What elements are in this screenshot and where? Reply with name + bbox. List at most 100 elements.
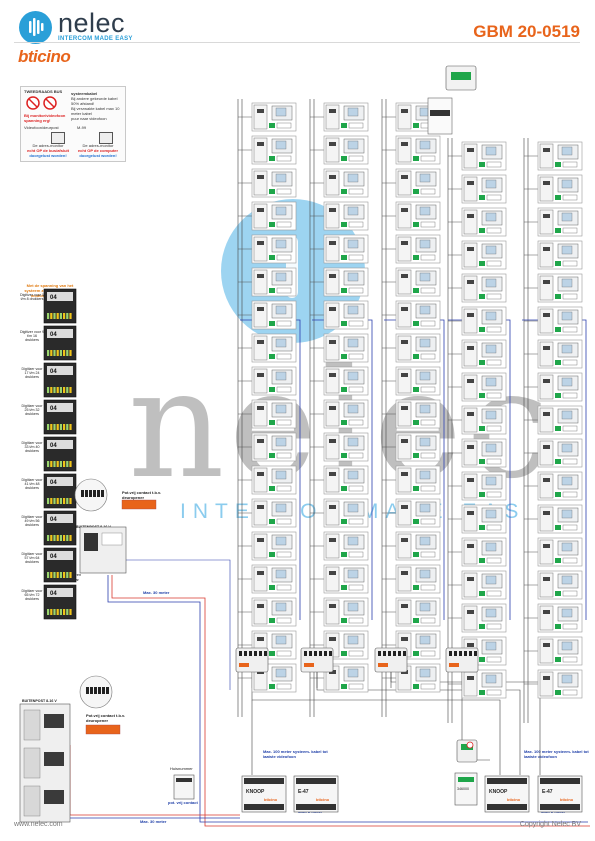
videophone-screen — [561, 311, 573, 321]
monitor-led-icon — [479, 162, 485, 167]
digitizer-pin — [63, 387, 66, 393]
apartment-unit — [461, 570, 507, 600]
videophone-screen — [347, 140, 359, 150]
videophone-screen — [419, 173, 431, 183]
monitor-connector — [348, 122, 364, 129]
monitor-led-icon — [555, 195, 561, 200]
splitter-terminal — [403, 651, 406, 656]
apartment-unit — [251, 465, 297, 495]
knoop-brand: bticino — [507, 797, 521, 802]
footer-copyright: Copyright Nelec BV — [519, 821, 581, 828]
splitter-module — [235, 647, 269, 673]
monitor-led-icon — [341, 486, 347, 491]
terminal-block — [401, 406, 408, 410]
apartment-unit — [251, 564, 297, 594]
apartment-unit — [395, 366, 441, 396]
max-100-right-label: Max. 100 meter systeem- kabel tot laatst… — [524, 749, 589, 759]
digitizer-pin — [56, 424, 59, 430]
splitter-brand-mark — [449, 663, 459, 667]
apartment-unit — [537, 471, 583, 501]
legend-warn-b-3: doorgelust worden! — [79, 153, 117, 158]
bus-terminal-icon — [539, 539, 554, 565]
interface-code: 346000 — [457, 787, 469, 791]
bus-terminal-icon — [397, 170, 412, 196]
apartment-unit — [395, 531, 441, 561]
monitor-connector — [420, 254, 436, 261]
bus-terminal-icon — [539, 242, 554, 268]
monitor-led-icon — [269, 651, 275, 656]
terminal-block — [329, 637, 336, 641]
monitor-connector — [562, 524, 578, 531]
bus-terminal-icon — [463, 308, 478, 334]
digitizer-pin — [59, 424, 62, 430]
videophone-screen — [347, 173, 359, 183]
monitor-connector — [348, 221, 364, 228]
monitor-led-icon — [555, 360, 561, 365]
digitizer-pin — [47, 572, 50, 578]
monitor-led-icon — [413, 354, 419, 359]
apartment-unit — [251, 432, 297, 462]
monitor-connector — [486, 293, 502, 300]
connector-pin — [102, 687, 105, 694]
videophone-screen — [275, 371, 287, 381]
apartment-unit — [395, 564, 441, 594]
bus-terminal-icon — [253, 401, 268, 427]
monitor-connector — [348, 419, 364, 426]
digitizer-pin — [53, 350, 56, 356]
terminal-block — [329, 109, 336, 113]
videophone-screen — [561, 146, 573, 156]
digitizer-pin — [50, 461, 53, 467]
monitor-connector — [486, 194, 502, 201]
monitor-led-icon — [341, 519, 347, 524]
apartment-unit — [251, 102, 297, 132]
monitor-led-icon — [479, 558, 485, 563]
monitor-connector — [348, 386, 364, 393]
terminal-block — [329, 274, 336, 278]
digitizer-pin — [47, 350, 50, 356]
monitor-led-icon — [269, 123, 275, 128]
connector-pin — [101, 490, 104, 497]
videophone-screen — [561, 476, 573, 486]
header-divider — [14, 42, 580, 43]
videophone-screen — [485, 575, 497, 585]
videophone-screen — [347, 602, 359, 612]
monitor-connector — [562, 293, 578, 300]
monitor-led-icon — [269, 519, 275, 524]
footer-website[interactable]: www.nelec.com — [14, 821, 63, 828]
monitor-connector — [276, 518, 292, 525]
videophone-screen — [275, 437, 287, 447]
bus-terminal-icon — [325, 104, 340, 130]
videophone-screen — [561, 443, 573, 453]
monitor-led-icon — [413, 651, 419, 656]
monitor-columns — [251, 102, 583, 699]
power-label: E-47 — [298, 789, 309, 795]
bus-terminal-icon — [397, 236, 412, 262]
monitor-connector — [562, 227, 578, 234]
digitizer-pin — [56, 572, 59, 578]
digitizer-label-area — [47, 551, 73, 560]
apartment-unit — [461, 273, 507, 303]
max-30-top-label: Max. 30 meter — [143, 590, 170, 595]
top-interface-module — [427, 65, 477, 135]
terminal-block — [401, 637, 408, 641]
terminal-block — [257, 538, 264, 542]
digitizer-label-area — [47, 403, 73, 412]
videophone-screen — [347, 668, 359, 678]
monitor-connector — [348, 617, 364, 624]
digitizer-module: 04 — [43, 473, 77, 509]
digitizer-code: 04 — [50, 443, 57, 449]
splitter-terminal — [324, 651, 327, 656]
apartment-unit — [461, 339, 507, 369]
terminal-block — [467, 181, 474, 185]
splitter-terminal — [378, 651, 381, 656]
digitizer-pin — [47, 535, 50, 541]
bus-terminal-icon — [463, 473, 478, 499]
digitizer-code: 04 — [50, 591, 57, 597]
digitizer-pin — [56, 313, 59, 319]
apartment-unit — [323, 465, 369, 495]
digitizer-pin — [59, 609, 62, 615]
monitor-connector — [276, 485, 292, 492]
digitizer-pin — [53, 461, 56, 467]
terminal-block — [257, 472, 264, 476]
digitizer-pin — [69, 498, 72, 504]
